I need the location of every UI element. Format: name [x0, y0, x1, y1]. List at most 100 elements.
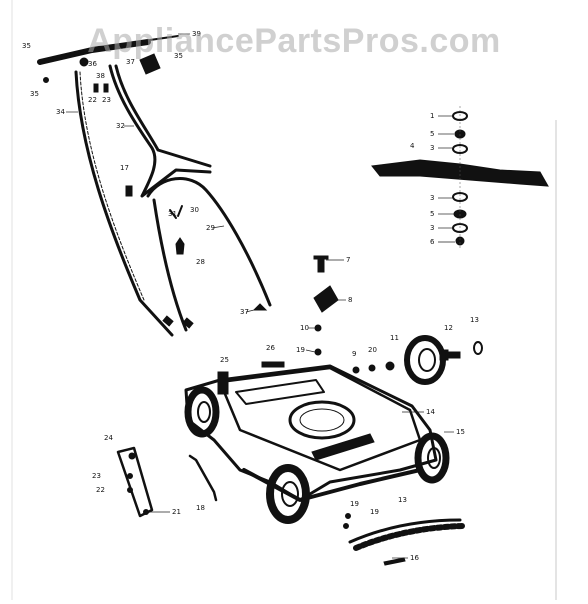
callout-23-lower: 23	[92, 472, 101, 480]
lower-handle-right	[146, 177, 272, 307]
callout-17: 17	[120, 164, 129, 172]
blade-assembly	[371, 106, 549, 250]
callout-35: 35	[22, 42, 31, 50]
callout-31: 31	[168, 210, 177, 218]
rear-right-hub	[418, 348, 436, 372]
flap-bolt-22	[127, 487, 133, 493]
washer-20	[368, 364, 376, 372]
callout-7: 7	[346, 256, 350, 264]
front-left-hub	[281, 481, 299, 507]
rear-wheel-right	[404, 335, 446, 385]
callout-16: 16	[410, 554, 419, 562]
callout-35-left: 35	[30, 90, 39, 98]
handle-clip-28	[175, 237, 185, 255]
callout-21: 21	[172, 508, 181, 516]
callout-15: 15	[456, 428, 465, 436]
washer-3b	[452, 192, 468, 202]
callout-13-deflector: 13	[398, 496, 407, 504]
callout-3-c: 3	[430, 224, 434, 232]
clip-37	[252, 303, 268, 311]
callout-39: 39	[192, 30, 201, 38]
nut-19	[314, 348, 322, 356]
callout-20: 20	[368, 346, 377, 354]
leader-19	[305, 349, 316, 353]
deflector-screw-19c	[343, 523, 349, 529]
callout-36: 36	[88, 60, 97, 68]
handle-bracket-25	[217, 371, 229, 395]
engine-opening	[288, 400, 356, 440]
handle-knob	[79, 57, 89, 67]
callout-24: 24	[104, 434, 113, 442]
nut-10	[314, 324, 322, 332]
bolt-35	[43, 77, 49, 83]
bracket-8	[313, 285, 339, 313]
callout-3-b: 3	[430, 194, 434, 202]
flap-rod-18	[188, 454, 218, 502]
callout-37: 37	[126, 58, 135, 66]
callout-labels: 39 35 36 38 37 35 35 22 23 34 32 17 31 3…	[22, 30, 479, 562]
flap-pin-21	[143, 509, 149, 515]
rear-left-tire	[184, 386, 220, 438]
callout-1: 1	[430, 112, 434, 120]
center-hardware	[261, 255, 483, 374]
callout-35-top: 35	[174, 52, 183, 60]
callout-6: 6	[430, 238, 435, 246]
discharge-chute	[235, 379, 325, 405]
deflector-top	[348, 518, 462, 544]
handle-wing-nut-31	[169, 205, 183, 219]
rod-26	[261, 361, 285, 368]
callout-29: 29	[206, 224, 215, 232]
callout-26: 26	[266, 344, 275, 352]
callout-23: 23	[102, 96, 111, 104]
bolt-7	[313, 255, 329, 273]
leader-lines	[66, 33, 455, 559]
bolt-17	[125, 185, 133, 197]
handle-end-right	[182, 317, 194, 329]
callout-19-deflector: 19	[350, 500, 359, 508]
washer-9	[352, 366, 360, 374]
callout-19: 19	[296, 346, 305, 354]
upper-handle-grip	[37, 39, 151, 65]
leader-29	[211, 225, 225, 229]
callout-10: 10	[300, 324, 309, 332]
lower-handle-left	[152, 198, 188, 332]
right-handle-tube	[108, 64, 212, 198]
mower-deck	[184, 364, 438, 502]
rear-right-tire	[404, 335, 446, 385]
control-rod	[149, 35, 179, 41]
engine-opening-inner	[299, 408, 345, 432]
callout-22: 22	[88, 96, 97, 104]
deflector-teeth	[353, 523, 465, 551]
front-left-tire	[266, 464, 310, 524]
rear-flap-assembly	[116, 446, 218, 518]
callout-4: 4	[410, 142, 415, 150]
control-lever	[139, 53, 161, 75]
callout-34: 34	[56, 108, 65, 116]
left-handle-tube	[74, 70, 174, 337]
washer-3	[452, 144, 468, 154]
callout-11: 11	[390, 334, 399, 342]
rear-left-hub	[197, 401, 211, 423]
pin-16	[383, 557, 406, 566]
deck-skirt	[184, 364, 438, 502]
deck-label-plate	[311, 433, 375, 461]
callout-25: 25	[220, 356, 229, 364]
callout-12: 12	[444, 324, 453, 332]
left-handle-twist	[79, 71, 145, 301]
hub-11	[385, 361, 395, 371]
callout-37-lower: 37	[240, 308, 249, 316]
callout-30: 30	[190, 206, 199, 214]
deck-wheels	[184, 386, 450, 524]
callout-32: 32	[116, 122, 125, 130]
callout-28: 28	[196, 258, 205, 266]
callout-5: 5	[430, 130, 434, 138]
callout-3: 3	[430, 144, 434, 152]
callout-14: 14	[426, 408, 435, 416]
bolt-22	[93, 83, 99, 93]
callout-18: 18	[196, 504, 205, 512]
hubcap-13	[473, 341, 483, 355]
right-handle-tube-inner	[114, 64, 212, 168]
deflector-screw-19b	[345, 513, 351, 519]
